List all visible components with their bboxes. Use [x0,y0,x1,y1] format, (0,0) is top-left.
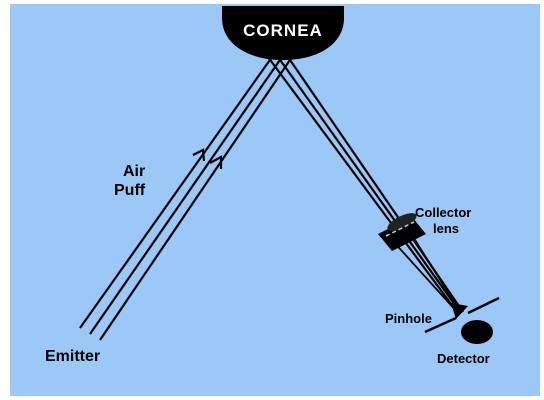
incident-beam-3 [99,56,293,341]
lens-label: lens [433,221,459,236]
converging-beam-1 [391,239,459,314]
arrow-head-2 [209,155,223,169]
incident-beams [79,56,293,341]
cornea-label: CORNEA [243,21,323,40]
emitter-label: Emitter [45,348,100,365]
collector-lens [378,213,426,251]
reflected-beam-2 [277,56,461,313]
diagram-background [10,4,540,396]
incident-beam-2 [89,56,283,335]
air-puff-arrows [192,148,223,169]
collector-lens-highlight [385,221,415,237]
collector-lens-body [378,217,426,251]
focus-arrowhead [451,303,468,319]
cornea-shape [222,6,344,60]
incident-beam-1 [79,56,273,329]
pinhole-label: Pinhole [385,311,432,326]
air-label: Air [123,163,145,180]
collector-lens-top [387,213,417,231]
detector-label: Detector [437,351,490,366]
collector-label: Collector [415,205,471,220]
pinhole-bar-right [467,296,500,315]
reflected-beam-1 [267,56,458,313]
converging-beams [391,231,462,314]
detector-shape [461,320,493,344]
converging-beam-2 [409,231,462,314]
puff-label: Puff [114,182,146,199]
pinhole-bar-left [424,316,457,334]
arrow-head-1 [192,148,206,162]
pinhole [424,296,500,334]
